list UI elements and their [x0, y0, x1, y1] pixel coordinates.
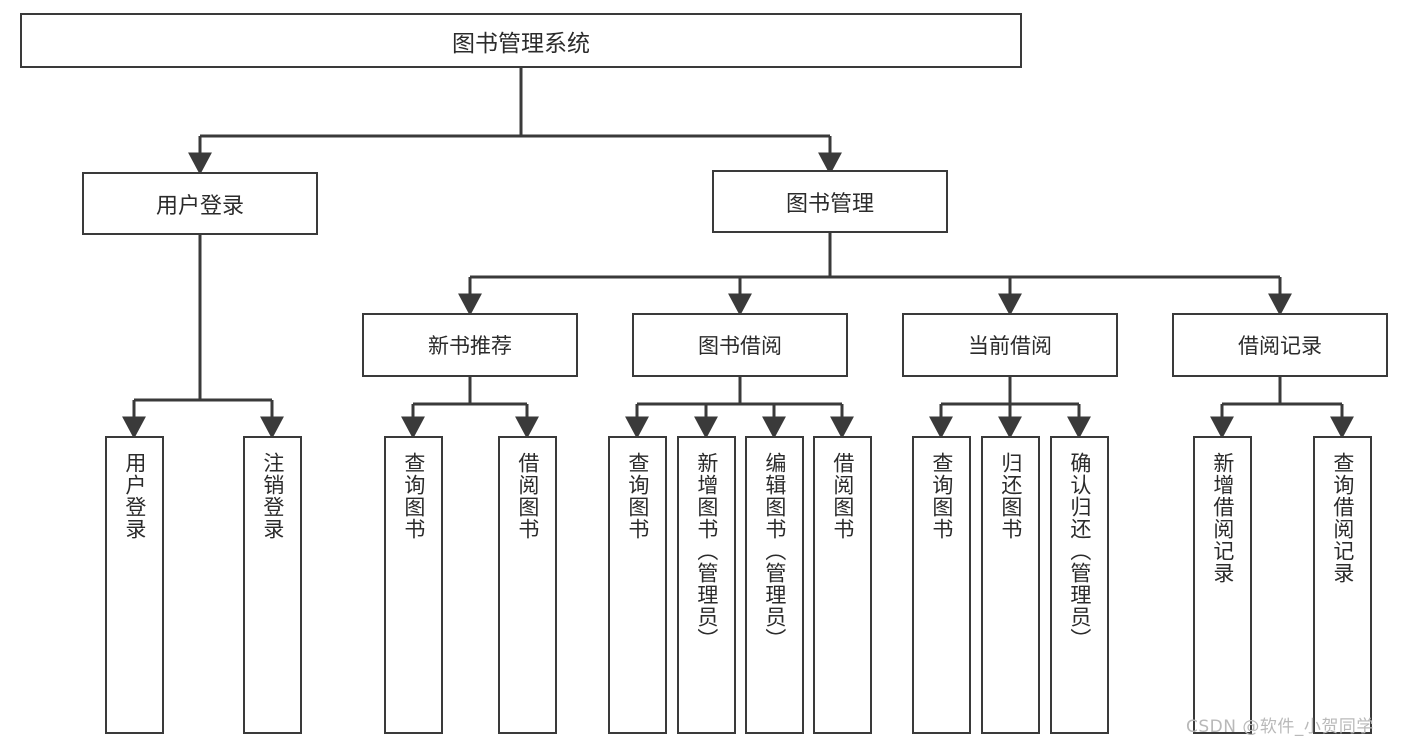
node-label: 用户登录: [122, 452, 147, 540]
leaf-current-return-book[interactable]: 归还图书: [981, 436, 1040, 734]
node-book-borrow[interactable]: 图书借阅: [632, 313, 848, 377]
node-label: 查询图书: [625, 452, 650, 540]
node-label: 借阅记录: [1238, 334, 1322, 358]
leaf-user-login-logout[interactable]: 注销登录: [243, 436, 302, 734]
watermark-text: CSDN @软件_小贺同学: [1186, 717, 1374, 737]
node-label: 借阅图书: [830, 452, 855, 540]
node-label: 查询图书: [401, 452, 426, 540]
node-current-borrow[interactable]: 当前借阅: [902, 313, 1118, 377]
node-user-login[interactable]: 用户登录: [82, 172, 318, 235]
node-label: 归还图书: [998, 452, 1023, 540]
leaf-borrow-query-book[interactable]: 查询图书: [608, 436, 667, 734]
node-label: 查询图书: [929, 452, 954, 540]
leaf-record-query-record[interactable]: 查询借阅记录: [1313, 436, 1372, 734]
node-label: 注销登录: [260, 452, 285, 540]
leaf-current-query-book[interactable]: 查询图书: [912, 436, 971, 734]
node-label: 查询借阅记录: [1330, 452, 1355, 584]
leaf-recommend-query-book[interactable]: 查询图书: [384, 436, 443, 734]
leaf-borrow-add-book-admin[interactable]: 新增图书（管理员）: [677, 436, 736, 734]
node-label: 用户登录: [155, 193, 244, 219]
node-label: 新增借阅记录: [1210, 452, 1235, 584]
node-borrow-record[interactable]: 借阅记录: [1172, 313, 1388, 377]
node-root-system[interactable]: 图书管理系统: [20, 13, 1022, 68]
node-new-book-recommend[interactable]: 新书推荐: [362, 313, 578, 377]
node-label: 图书管理: [785, 191, 874, 217]
node-label: 当前借阅: [968, 334, 1052, 358]
node-label: 编辑图书（管理员）: [762, 452, 787, 650]
leaf-recommend-borrow-book[interactable]: 借阅图书: [498, 436, 557, 734]
node-label: 图书借阅: [698, 334, 782, 358]
leaf-user-login-login[interactable]: 用户登录: [105, 436, 164, 734]
node-book-management[interactable]: 图书管理: [712, 170, 948, 233]
leaf-borrow-borrow-book[interactable]: 借阅图书: [813, 436, 872, 734]
node-label: 新增图书（管理员）: [694, 452, 719, 650]
node-label: 确认归还（管理员）: [1067, 452, 1092, 650]
node-label: 图书管理系统: [452, 30, 590, 57]
node-label: 借阅图书: [515, 452, 540, 540]
leaf-current-confirm-return-admin[interactable]: 确认归还（管理员）: [1050, 436, 1109, 734]
leaf-record-add-record[interactable]: 新增借阅记录: [1193, 436, 1252, 734]
leaf-borrow-edit-book-admin[interactable]: 编辑图书（管理员）: [745, 436, 804, 734]
node-label: 新书推荐: [428, 334, 512, 358]
